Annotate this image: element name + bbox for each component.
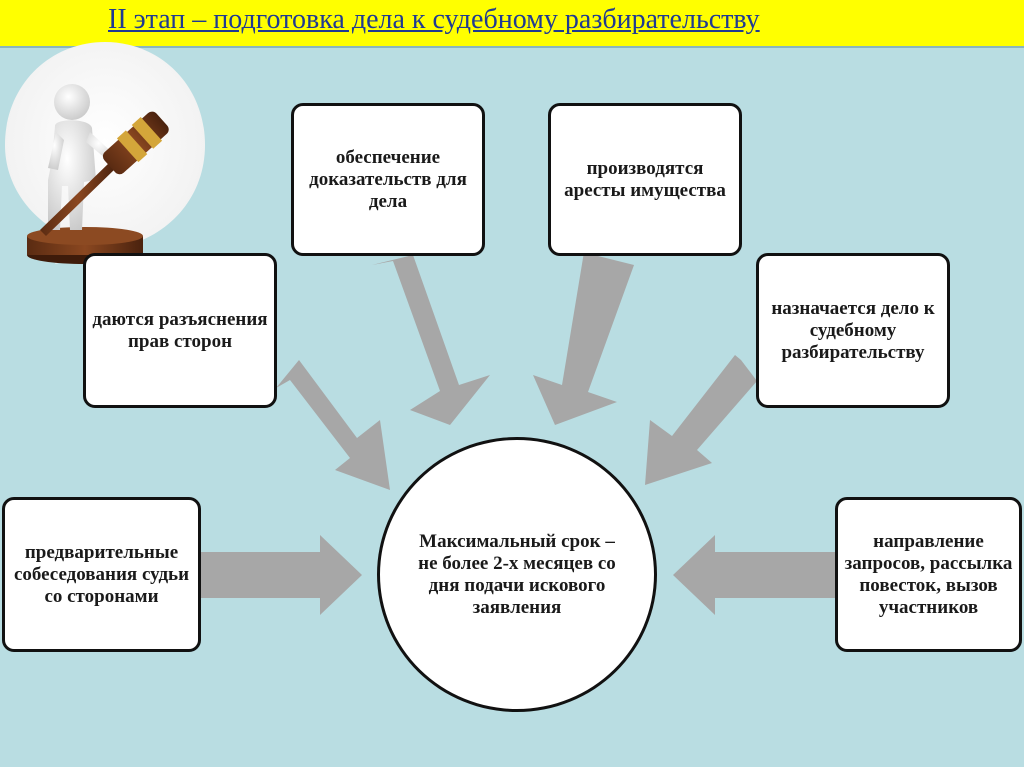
- center-deadline-text: Максимальный срок – не более 2-х месяцев…: [418, 530, 616, 618]
- arrow-top-left: [372, 255, 490, 425]
- title-bar: [0, 0, 1024, 46]
- panel-divider: [0, 46, 1024, 48]
- box-rights-explained: даются разъяснения прав сторон: [83, 253, 277, 408]
- box-requests-summons: направление запросов, рассылка повесток,…: [835, 497, 1022, 652]
- center-deadline-circle: Максимальный срок – не более 2-х месяцев…: [377, 437, 657, 712]
- arrow-left-mid: [276, 360, 390, 490]
- box-preliminary-interviews: предварительные собеседования судьи со с…: [2, 497, 201, 652]
- judge-gavel-icon: [5, 42, 205, 264]
- box-evidence: обеспечение доказательств для дела: [291, 103, 485, 256]
- box-case-scheduled: назначается дело к судебному разбиратель…: [756, 253, 950, 408]
- box-property-arrest: производятся аресты имущества: [548, 103, 742, 256]
- arrow-left: [200, 535, 362, 615]
- slide-title: II этап – подготовка дела к судебному ра…: [108, 4, 760, 35]
- arrow-right-mid: [645, 355, 757, 485]
- arrow-top-right: [533, 252, 634, 425]
- arrow-right: [673, 535, 835, 615]
